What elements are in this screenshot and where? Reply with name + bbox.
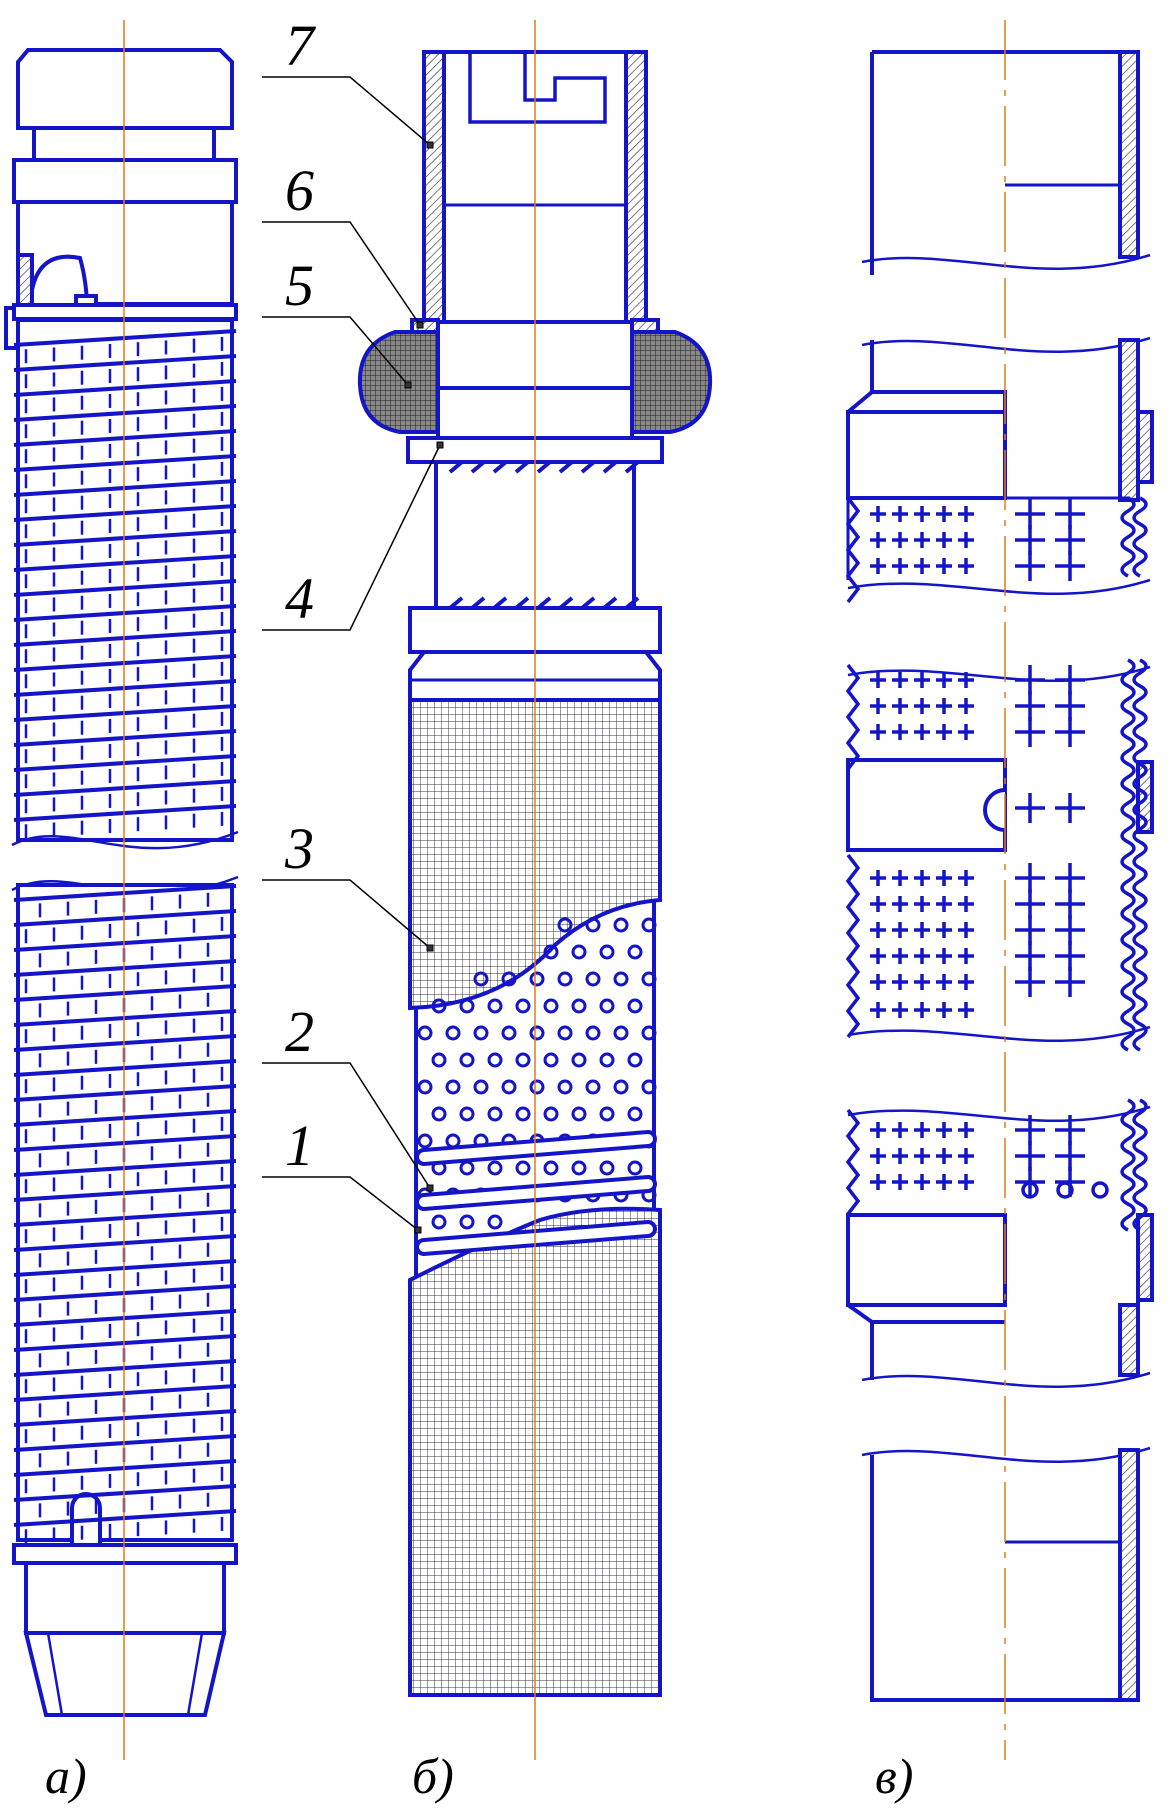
- view-a-winding-pattern: [13, 329, 237, 1544]
- leader-lines: [262, 76, 441, 1231]
- caption-view-b: б): [412, 1748, 454, 1804]
- packer-seal-left: [357, 330, 440, 434]
- leader-dots: [404, 141, 444, 1234]
- view-b-coupling-threads: [448, 460, 640, 610]
- label-3: 3: [284, 816, 314, 881]
- label-5: 5: [285, 253, 314, 318]
- packer-seal-right: [630, 330, 713, 434]
- label-4: 4: [285, 566, 314, 631]
- view-b-spiral-wires: [415, 1129, 657, 1257]
- view-b-perforation-holes: [417, 917, 657, 1230]
- caption-view-a: а): [45, 1748, 87, 1804]
- label-7: 7: [285, 13, 316, 78]
- view-v-wire-waves: [845, 496, 1148, 1232]
- view-v-perforation-crosses: [870, 499, 1109, 1199]
- caption-view-v: в): [875, 1748, 913, 1804]
- label-2: 2: [285, 999, 314, 1064]
- view-v-filter-detail: [846, 50, 1154, 1702]
- label-1: 1: [285, 1113, 314, 1178]
- label-6: 6: [285, 158, 314, 223]
